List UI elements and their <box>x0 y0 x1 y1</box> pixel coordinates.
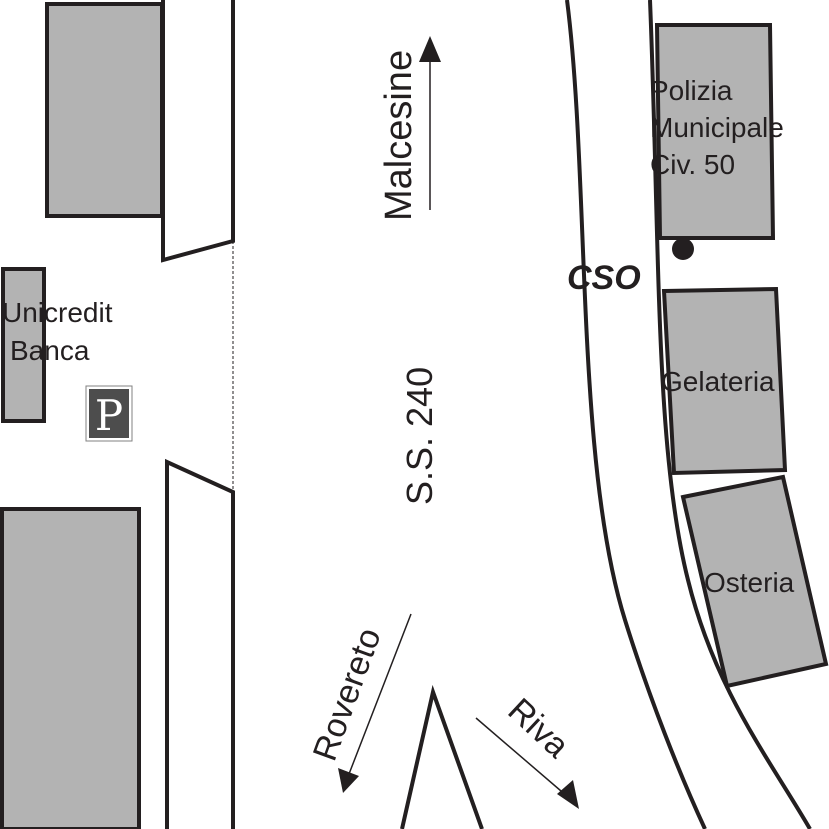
label-dir-riva: Riva <box>501 691 577 765</box>
building-polizia <box>654 23 776 240</box>
label-unicredit-line1: Unicredit <box>2 297 113 328</box>
label-polizia-line2: Municipale <box>650 112 784 143</box>
building-top-left <box>45 2 164 218</box>
label-dir-rovereto: Rovereto <box>306 623 389 766</box>
arrow-malcesine <box>419 36 441 210</box>
sidewalk-left-lower <box>165 458 235 829</box>
arrow-rovereto <box>338 613 412 793</box>
sidewalk-left-upper <box>161 0 235 263</box>
road-curve-outer <box>648 0 812 829</box>
label-gelateria: Gelateria <box>661 366 775 397</box>
road-curve-inner <box>565 0 707 829</box>
label-unicredit-line2: Banca <box>10 335 90 366</box>
label-road-name: S.S. 240 <box>399 367 440 505</box>
label-osteria: Osteria <box>704 567 795 598</box>
building-gelateria <box>661 286 788 476</box>
arrow-riva <box>475 717 579 809</box>
parking-sign-icon: P <box>85 385 133 442</box>
parking-letter: P <box>95 391 123 440</box>
label-cso: CSO <box>567 259 641 297</box>
junction-wedge <box>400 684 484 829</box>
building-osteria <box>680 474 829 689</box>
direction-arrow-icon <box>338 768 359 793</box>
label-polizia-line1: Polizia <box>650 75 733 106</box>
direction-arrow-icon <box>419 36 441 62</box>
label-dir-malcesine: Malcesine <box>378 50 420 221</box>
label-polizia-line3: Civ. 50 <box>650 149 735 180</box>
direction-arrow-icon <box>557 780 579 809</box>
building-bottom-left <box>0 507 141 829</box>
building-unicredit <box>1 267 46 423</box>
location-dot-icon <box>672 238 694 260</box>
